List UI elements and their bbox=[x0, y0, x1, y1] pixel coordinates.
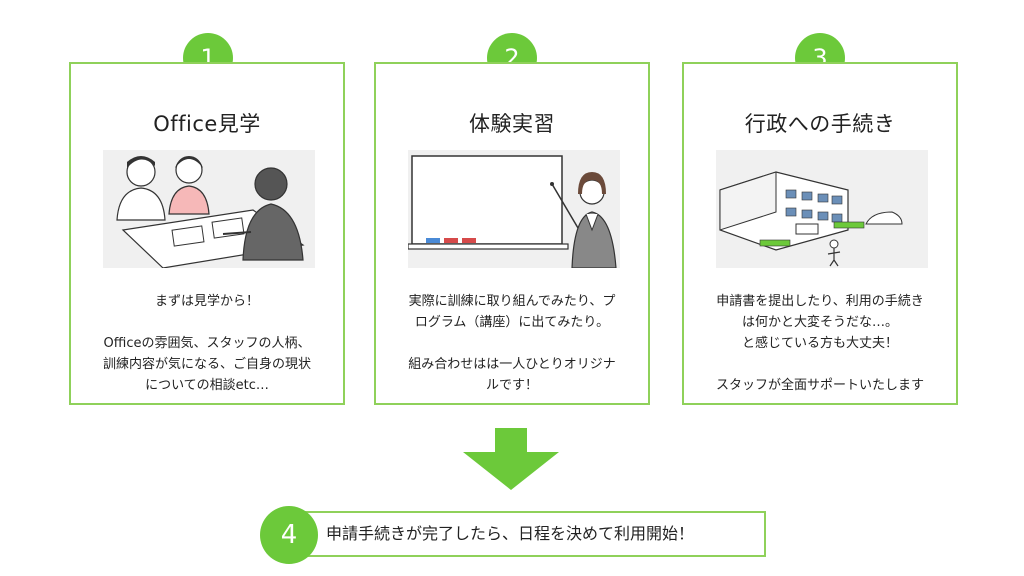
whiteboard-illustration bbox=[408, 150, 620, 268]
step-3-title: 行政への手続き bbox=[744, 112, 896, 136]
building-illustration bbox=[716, 150, 928, 268]
step-card-1: Office見学 まずは見学から！ Officeの雰囲気、スタッフの人柄、 訓練… bbox=[69, 62, 345, 405]
step-3-description: 申請書を提出したり、利用の手続き は何かと大変そうだな…。 と感じている方も大丈… bbox=[715, 294, 924, 393]
step-1-title: Office見学 bbox=[153, 112, 261, 136]
step-2-title: 体験実習 bbox=[469, 112, 555, 136]
down-arrow-icon bbox=[463, 428, 559, 490]
final-step-text: 申請手続きが完了したら、日程を決めて利用開始！ bbox=[326, 524, 695, 543]
final-step-box: 申請手続きが完了したら、日程を決めて利用開始！ bbox=[304, 511, 766, 557]
step-4-number: 4 bbox=[260, 506, 318, 564]
meeting-illustration bbox=[103, 150, 315, 268]
step-card-2: 体験実習 実際に訓練に取り組んでみたり、プ ログラム（講座）に出てみたり。 組み… bbox=[374, 62, 650, 405]
step-1-description: まずは見学から！ Officeの雰囲気、スタッフの人柄、 訓練内容が気になる、ご… bbox=[102, 294, 311, 393]
step-2-description: 実際に訓練に取り組んでみたり、プ ログラム（講座）に出てみたり。 組み合わせはは… bbox=[408, 294, 616, 393]
step-card-3: 行政への手続き 申請書を提出したり、利用の手続き は何かと大変そうだな…。 と感… bbox=[682, 62, 958, 405]
